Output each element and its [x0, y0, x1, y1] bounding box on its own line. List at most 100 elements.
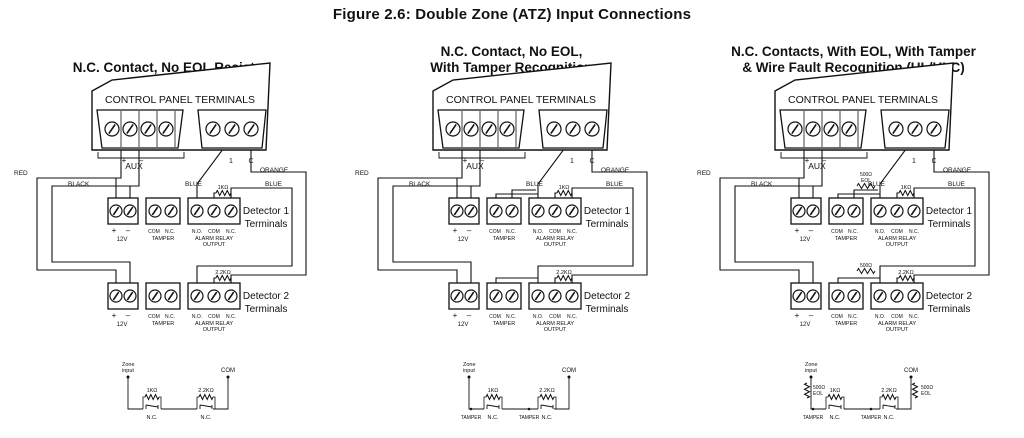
tamper-label: TAMPER [493, 236, 516, 242]
relay-nc-label: N.C. [567, 229, 577, 235]
terminal-1-label: 1 [570, 158, 574, 165]
screw-slot [534, 291, 542, 301]
tamper-series-wire [495, 193, 538, 199]
alarm-relay-label: ALARM RELAY [878, 321, 916, 327]
screw-slot [534, 206, 542, 216]
black-wire-label: BLACK [751, 181, 773, 188]
black-wire [734, 137, 823, 284]
schematic-wire [896, 377, 912, 410]
orange-wire-label: ORANGE [260, 167, 289, 174]
contact-symbol [199, 404, 213, 408]
screw-slot [112, 206, 120, 216]
schematic-wire [825, 396, 828, 409]
relay-com-label: COM [549, 314, 561, 320]
aux-minus: – [822, 156, 827, 165]
screw-slot [467, 123, 475, 135]
screw-slot [126, 291, 134, 301]
detector-minus: – [467, 226, 472, 235]
input-label: input [805, 368, 817, 374]
detector-12v-label: 12V [117, 322, 128, 328]
resistor-lead [554, 277, 557, 284]
aux-label: AUX [466, 161, 484, 171]
terminal-1-label: 1 [912, 158, 916, 165]
screw-slot [227, 206, 235, 216]
zone-label: Zone [122, 362, 135, 368]
schematic-wire [213, 396, 216, 409]
blue-wire-label: BLUE [868, 181, 886, 188]
screw-slot [247, 123, 255, 135]
resistor-500-eol [856, 267, 876, 275]
resistor-lead [554, 192, 557, 199]
schematic-resistor-label: 2.2KΩ [198, 388, 213, 394]
tamper-label: TAMPER [835, 236, 858, 242]
screw-slot [892, 123, 900, 135]
resistor-1k-label: 1KΩ [218, 185, 229, 191]
tamper-nc-label: N.C. [165, 314, 175, 320]
detector-minus: – [467, 311, 472, 320]
screw-slot [910, 206, 918, 216]
resistor-lead [213, 192, 216, 199]
schematic-nc-label: N.C. [884, 415, 895, 421]
detector-12v-label: 12V [458, 237, 469, 243]
tamper-node [469, 407, 473, 411]
tamper-series-wire [853, 189, 878, 199]
blue-wire-label: BLUE [185, 181, 203, 188]
detector2-name: Detector 2 [584, 291, 631, 302]
detector-minus: – [809, 311, 814, 320]
terminal-c-label: C [589, 158, 594, 165]
screw-slot [508, 291, 516, 301]
relay-no-label: N.O. [192, 314, 202, 320]
screw-slot [167, 291, 175, 301]
red-wire-label: RED [355, 170, 369, 177]
blue-wire [196, 136, 233, 199]
resistor-500-label: 500Ω [860, 263, 872, 269]
schematic-wire [554, 377, 570, 410]
black-wire-d1 [129, 185, 139, 199]
schematic-resistor-label: 1KΩ [147, 388, 158, 394]
relay-no-label: N.O. [533, 229, 543, 235]
aux-label: AUX [808, 161, 826, 171]
red-wire [719, 137, 805, 284]
schematic-com-label: COM [221, 368, 235, 374]
resistor-1k [898, 189, 915, 197]
resistor-lead [213, 277, 216, 284]
contact-symbol [486, 404, 500, 408]
schematic-wire [468, 377, 484, 410]
orange-wire [571, 137, 648, 284]
tamper-label: TAMPER [493, 321, 516, 327]
schematic-eol-label: EOL [921, 391, 931, 397]
aux-plus: + [122, 156, 127, 165]
detector-plus: + [112, 226, 117, 235]
detector2-name: Detector 2 [243, 291, 290, 302]
black-wire-label: BLACK [68, 181, 90, 188]
screw-slot [569, 123, 577, 135]
relay-nc-label: N.C. [226, 229, 236, 235]
output-label: OUTPUT [886, 327, 909, 333]
schematic-com-label: COM [904, 368, 918, 374]
detector2-name: Detector 2 [926, 291, 973, 302]
black-wire-label: BLACK [409, 181, 431, 188]
blue-wire-out [537, 187, 634, 284]
aux-label: AUX [125, 161, 143, 171]
screw-slot [126, 206, 134, 216]
alarm-relay-label: ALARM RELAY [536, 321, 574, 327]
screw-slot [209, 123, 217, 135]
schematic-eol-resistor [911, 382, 919, 399]
relay-com-label: COM [549, 229, 561, 235]
schematic-eol-resistor [803, 382, 811, 399]
schematic-resistor-label: 1KΩ [830, 388, 841, 394]
alarm-relay-label: ALARM RELAY [195, 321, 233, 327]
tamper-label: TAMPER [152, 236, 175, 242]
schematic-resistor-label: 1KΩ [488, 388, 499, 394]
red-wire [36, 137, 122, 284]
relay-no-label: N.O. [875, 314, 885, 320]
screw-slot [809, 123, 817, 135]
relay-com-label: COM [891, 314, 903, 320]
detector-plus: + [112, 311, 117, 320]
red-wire-label: RED [697, 170, 711, 177]
schematic-resistor-label: 2.2KΩ [881, 388, 896, 394]
tamper-label: TAMPER [152, 321, 175, 327]
